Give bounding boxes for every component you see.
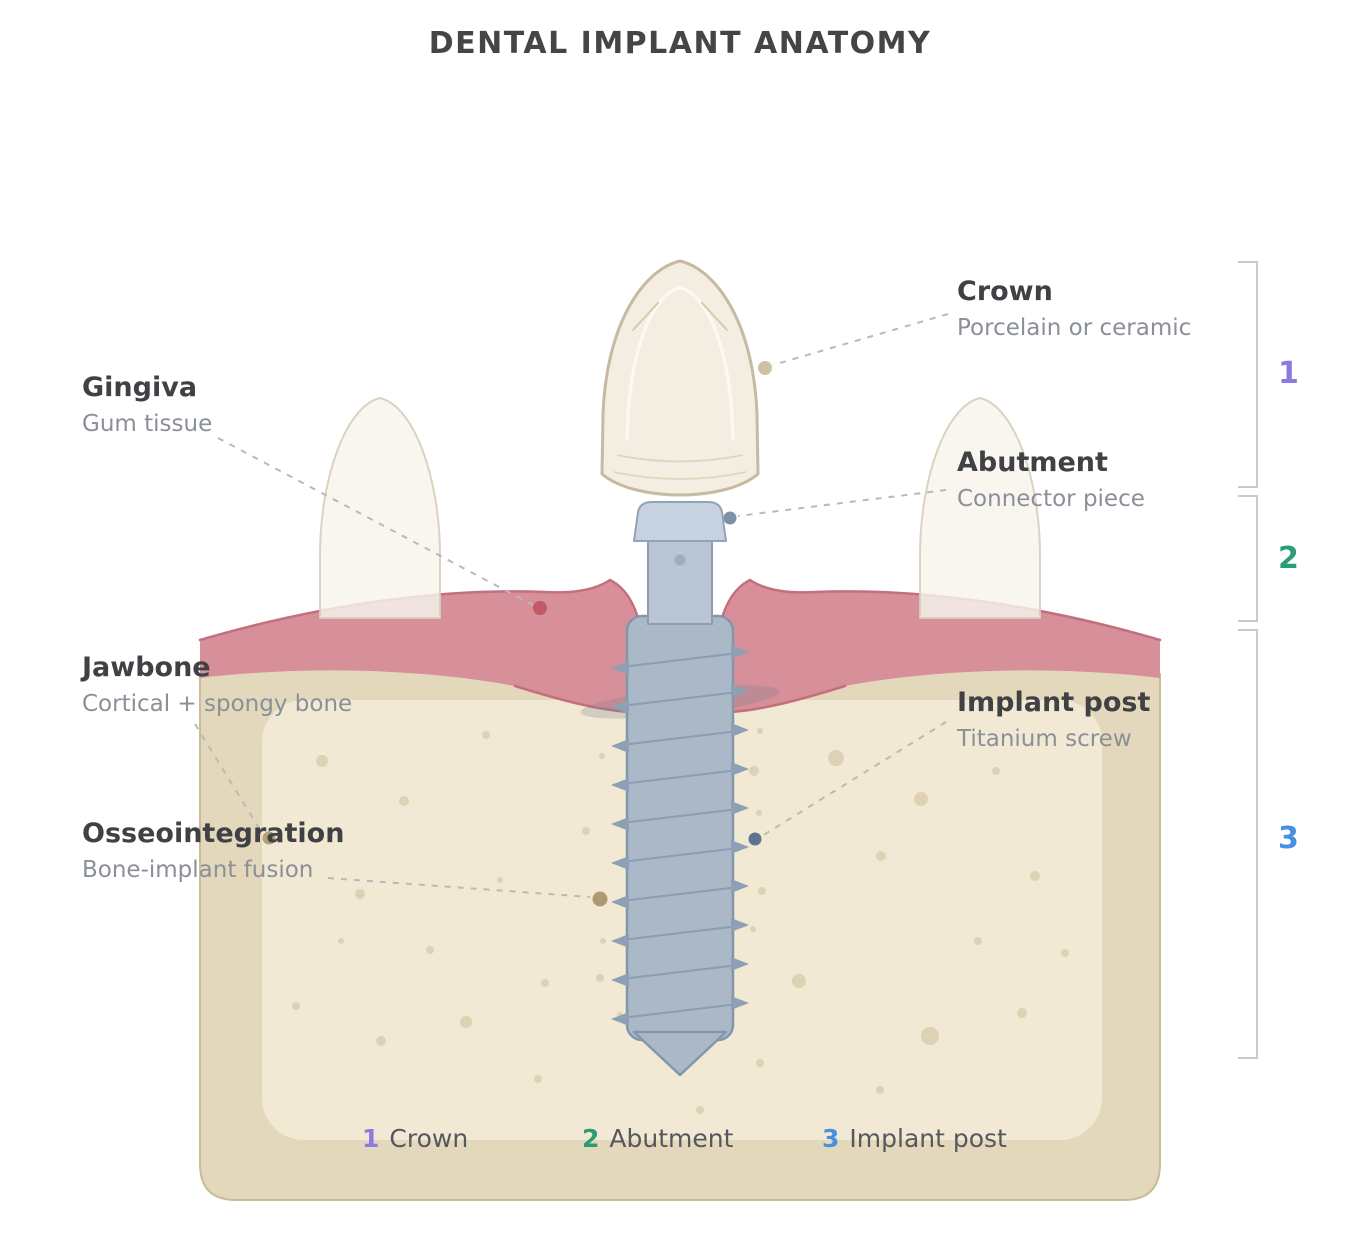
crown-ridge-line-1 [616,454,744,463]
osseointegration-label: Osseointegration Bone-implant fusion [82,818,344,883]
legend-3-number: 3 [822,1124,840,1153]
bracket-3-number: 3 [1278,821,1299,856]
abutment-leader-dot [723,511,737,525]
legend-1-label: Crown [389,1124,469,1153]
gingiva-label: Gingiva Gum tissue [82,372,212,437]
legend-item-crown: 1 Crown [362,1124,468,1153]
implant-post-label: Implant post Titanium screw [957,687,1150,752]
legend-2-label: Abutment [609,1124,734,1153]
osseointegration-label-title: Osseointegration [82,818,345,849]
page-title: DENTAL IMPLANT ANATOMY [428,26,932,61]
implant-post-leader-dot [748,832,762,846]
bracket-2 [1238,495,1258,622]
legend-2-number: 2 [582,1124,600,1153]
abutment-label: Abutment Connector piece [957,447,1145,512]
neighbor-tooth-right [919,396,1041,619]
jawbone-leader-line [194,723,263,834]
bracket-1-number: 1 [1278,356,1299,391]
bone-speckles [292,687,1069,1114]
abutment-neck [647,537,713,625]
abutment-label-title: Abutment [957,447,1108,478]
osseointegration-leader-line [327,877,591,898]
legend-1-number: 1 [362,1124,380,1153]
jawbone-leader-dot [262,831,276,845]
bracket-2-number: 2 [1278,541,1299,576]
gingiva-label-subtitle: Gum tissue [82,411,213,437]
implant-post-threads [611,645,749,1026]
osseointegration-leader-dot [592,891,608,907]
legend-item-abutment: 2 Abutment [582,1124,733,1153]
gingiva-leader-dot [533,601,547,615]
osseointegration-label-subtitle: Bone-implant fusion [82,857,314,883]
jawbone-label: Jawbone Cortical + spongy bone [82,652,352,717]
bracket-1 [1238,261,1258,488]
legend-3-label: Implant post [849,1124,1007,1153]
crown-cusp-line-left [632,302,659,331]
implant-post-leader-line [761,721,947,837]
crown-cusp-line-right [701,302,728,331]
legend-item-implant-post: 3 Implant post [822,1124,1007,1153]
crown-label: Crown Porcelain or ceramic [957,276,1191,341]
implant-post-label-title: Implant post [957,687,1151,718]
jawbone-label-subtitle: Cortical + spongy bone [82,691,353,717]
abutment-neck-dot [674,554,686,566]
abutment-shape [633,501,727,542]
abutment-leader-line [737,489,947,517]
crown-label-subtitle: Porcelain or ceramic [957,315,1192,341]
implant-post-tip [632,1030,728,1077]
crown-leader-line [772,313,949,366]
neighbor-tooth-left [319,396,441,619]
crown-leader-dot [758,361,772,375]
implant-post-label-subtitle: Titanium screw [957,726,1132,752]
jawbone-label-title: Jawbone [82,652,211,683]
crown-ridge-line-2 [613,471,747,480]
crown-highlight [625,285,735,440]
gingiva-label-title: Gingiva [82,372,198,403]
crown-label-title: Crown [957,276,1053,307]
abutment-label-subtitle: Connector piece [957,486,1145,512]
crown-shape [600,259,760,497]
bracket-3 [1238,629,1258,1059]
